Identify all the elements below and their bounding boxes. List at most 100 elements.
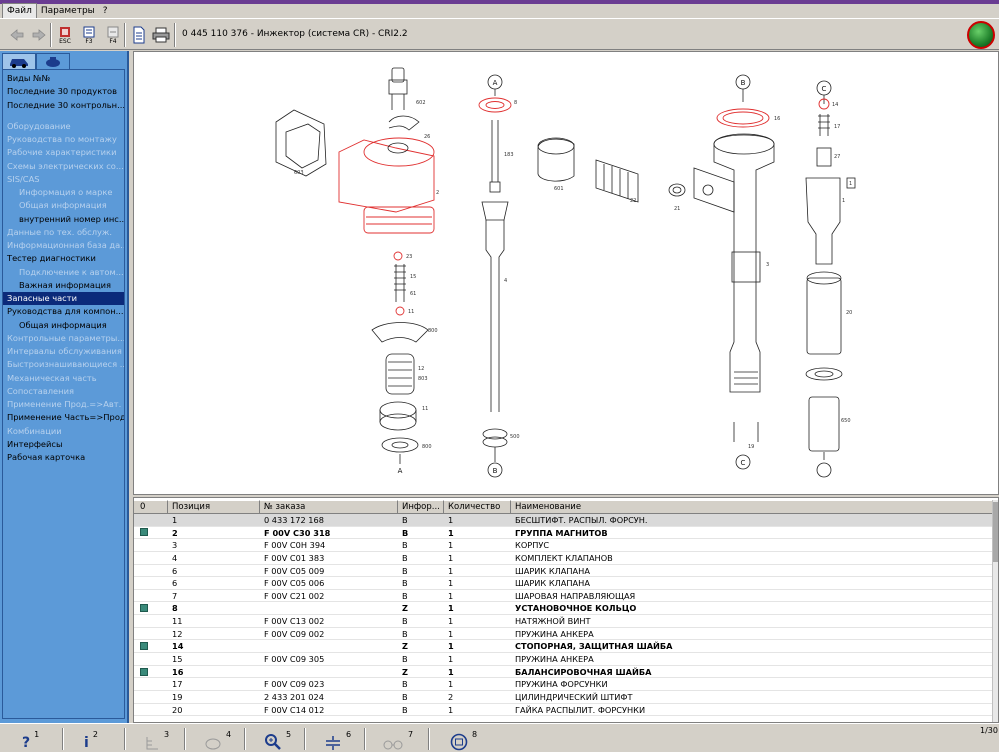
- compare-button[interactable]: 6: [324, 727, 351, 751]
- f3-button[interactable]: F3: [78, 23, 100, 47]
- esc-button[interactable]: ESC: [54, 23, 76, 47]
- scrollbar-thumb[interactable]: [993, 502, 998, 562]
- col-header-position[interactable]: Позиция: [168, 500, 260, 513]
- cell-quantity: 1: [448, 578, 454, 589]
- stop-button[interactable]: 8: [450, 727, 477, 751]
- cell-name: ШАРИК КЛАПАНА: [515, 578, 590, 589]
- sidebar-item[interactable]: Интерфейсы: [7, 438, 63, 449]
- component-button[interactable]: 4: [204, 727, 231, 751]
- menu-help[interactable]: ?: [102, 6, 108, 16]
- cell-info: B: [402, 527, 409, 538]
- col-header-quantity[interactable]: Количество: [444, 500, 511, 513]
- sidebar-item[interactable]: Запасные части: [3, 292, 124, 306]
- col-header-name[interactable]: Наименование: [511, 500, 994, 513]
- menu-parameters[interactable]: Параметры: [40, 6, 95, 16]
- forward-arrow-icon[interactable]: [28, 23, 50, 47]
- part-label: 21: [674, 206, 680, 212]
- sidebar-item[interactable]: Рабочая карточка: [7, 452, 86, 462]
- cell-position: 11: [172, 616, 183, 627]
- cell-position: 3: [172, 540, 178, 551]
- cell-name: КОРПУС: [515, 540, 550, 551]
- part-label: 11: [422, 406, 428, 412]
- f4-button[interactable]: F4: [102, 23, 124, 47]
- part-label: 4: [504, 278, 507, 284]
- part-label: 603: [294, 170, 304, 176]
- sidebar-item: Информационная база да...: [7, 240, 124, 250]
- part-label: 650: [841, 418, 851, 424]
- cell-marker: [134, 590, 168, 602]
- cell-position: 15: [172, 654, 183, 665]
- group-marker-icon: [140, 604, 148, 613]
- document-icon[interactable]: [128, 23, 150, 47]
- cell-info: B: [402, 704, 408, 715]
- col-header-marker[interactable]: 0: [134, 500, 168, 513]
- sidebar-item[interactable]: Виды №№: [7, 73, 51, 83]
- sidebar-item[interactable]: Важная информация: [19, 279, 112, 290]
- part-label: 601: [554, 186, 564, 192]
- back-arrow-icon[interactable]: [6, 23, 28, 47]
- bosch-logo-icon: [967, 21, 995, 49]
- cell-order-number: F 00V C30 318: [264, 527, 331, 538]
- cell-marker: [134, 577, 168, 589]
- cell-quantity: 1: [448, 666, 454, 677]
- tree-button[interactable]: 3: [144, 727, 169, 751]
- col-header-order-number[interactable]: № заказа: [260, 500, 398, 513]
- tab-vehicle[interactable]: [2, 53, 36, 69]
- glasses-button[interactable]: 7: [382, 727, 413, 751]
- cell-position: 6: [172, 578, 178, 589]
- cell-order-number: F 00V C14 012: [264, 704, 325, 715]
- part-label: 20: [846, 310, 852, 316]
- cell-info: B: [402, 578, 408, 589]
- sidebar-item[interactable]: Руководства для компон...: [7, 306, 124, 317]
- zoom-button[interactable]: 5: [264, 727, 291, 751]
- cell-position: 2: [172, 527, 178, 538]
- cell-info: B: [402, 654, 408, 665]
- sidebar-item[interactable]: Тестер диагностики: [7, 253, 96, 264]
- toolbar-separator: [50, 23, 52, 47]
- sidebar-item[interactable]: Применение Часть=>Прод.: [7, 412, 124, 423]
- part-label: 19: [748, 444, 754, 450]
- sidebar-item[interactable]: Последние 30 продуктов: [7, 86, 117, 97]
- sidebar-item[interactable]: Последние 30 контрольн...: [7, 99, 124, 110]
- printer-icon[interactable]: [150, 23, 172, 47]
- cell-name: ГАЙКА РАСПЫЛИТ. ФОРСУНКИ: [515, 704, 646, 715]
- part-label: 11: [408, 309, 414, 315]
- cell-order-number: 0 433 172 168: [264, 515, 324, 525]
- tab-component[interactable]: [36, 53, 70, 69]
- part-label: 26: [424, 134, 430, 140]
- parts-table: 0 Позиция № заказа Инфор... Количество Н…: [133, 497, 999, 723]
- sidebar-item[interactable]: Общая информация: [19, 319, 107, 330]
- table-scrollbar[interactable]: [992, 500, 998, 722]
- part-label: 23: [406, 254, 412, 260]
- part-label: 22: [630, 198, 636, 204]
- col-header-info[interactable]: Инфор...: [398, 500, 444, 513]
- part-label: 8: [514, 100, 517, 106]
- menu-file[interactable]: Файл: [2, 3, 37, 19]
- help-button[interactable]: ?1: [22, 730, 40, 751]
- cell-position: 16: [172, 666, 184, 677]
- sidebar-item[interactable]: внутренний номер инс...: [19, 213, 124, 224]
- cell-info: B: [402, 691, 408, 702]
- callout-c-top: C: [822, 85, 827, 93]
- callout-b-top: B: [741, 79, 746, 87]
- part-label: 800: [428, 328, 438, 334]
- part-label: 1: [842, 198, 845, 204]
